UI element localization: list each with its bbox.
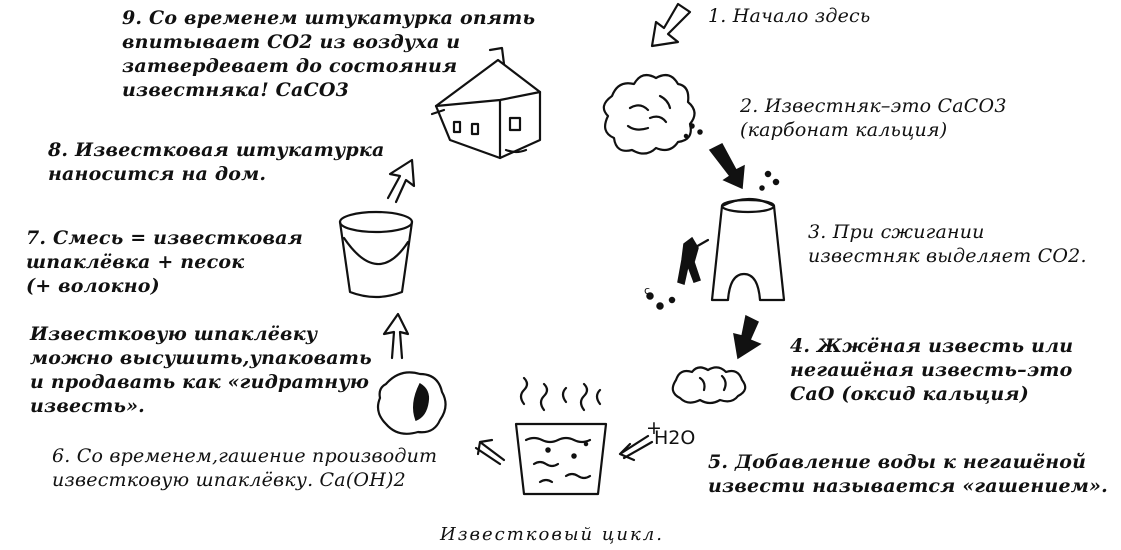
svg-text:+: +: [646, 417, 662, 439]
limestone-rocks-icon: [602, 73, 703, 155]
quicklime-lumps-icon: [671, 366, 747, 405]
kiln-icon: c: [644, 197, 786, 310]
step-9-label: 9. Со временем штукатурка опять впитывае…: [122, 7, 536, 101]
hydrated-lime-note: Известковую шпаклёвку можно высушить,упа…: [30, 323, 372, 417]
step-3-label: 3. При сжигании известняк выделяет CO2.: [808, 221, 1087, 267]
arrow-6-to-7-icon: [382, 312, 410, 360]
water-arrow-icon: [618, 434, 654, 462]
arrow-7-to-8-icon: [386, 158, 416, 204]
lime-putty-icon: [376, 371, 447, 435]
step-6-label: 6. Со временем,гашение производит извест…: [52, 445, 438, 491]
step-4-label: 4. Жжёная известь или негашёная известь–…: [790, 335, 1074, 405]
arrow-5-to-6-icon: [474, 438, 506, 466]
step-2-label: 2. Известняк–это CaCO3 (карбонат кальция…: [740, 95, 1007, 141]
slaking-bucket-icon: [514, 376, 608, 496]
arrow-3-to-4-icon: [733, 314, 762, 360]
mortar-bucket-icon: [338, 210, 414, 299]
start-arrow-icon: [650, 2, 692, 48]
diagram-caption: Известковый цикл.: [440, 524, 664, 545]
house-icon: [430, 46, 542, 160]
svg-text:H2O: H2O: [654, 427, 695, 449]
arrow-2-to-3-icon: [708, 143, 780, 191]
h2o-label: H2O +: [646, 417, 695, 449]
step-5-label: 5. Добавление воды к негашёной извести н…: [708, 451, 1108, 497]
step-7-label: 7. Смесь = известковая шпаклёвка + песок…: [26, 227, 303, 297]
step-1-label: 1. Начало здесь: [708, 5, 871, 27]
svg-text:c: c: [644, 284, 650, 297]
step-8-label: 8. Известковая штукатурка наносится на д…: [48, 139, 385, 185]
